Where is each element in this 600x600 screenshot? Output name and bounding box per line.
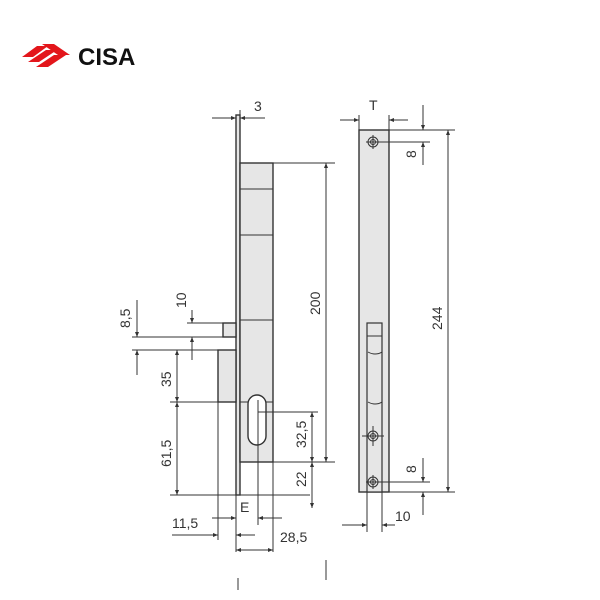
dim-strike-width: T (369, 97, 378, 113)
lock-side-view: 3 200 8,5 10 35 61,5 32,5 22 E 11,5 28,5 (117, 98, 335, 590)
cylinder-slot (247, 394, 267, 446)
dim-strike-height: 244 (429, 306, 445, 330)
dim-slot-length: 32,5 (293, 421, 309, 448)
dim-slot-to-bottom: 22 (293, 471, 309, 487)
screw-hole-middle (362, 426, 384, 446)
dim-top-screw-offset: 8 (403, 150, 419, 158)
dim-body-depth: 28,5 (280, 529, 307, 545)
dim-latch-height: 35 (158, 371, 174, 387)
dim-faceplate-thickness: 3 (254, 98, 262, 114)
cisa-logo: CISA (22, 44, 135, 71)
cisa-logo-text: CISA (78, 44, 135, 71)
dim-backset: E (240, 499, 249, 515)
cisa-logo-mark (22, 44, 70, 67)
dim-body-height: 200 (307, 291, 323, 315)
dim-bolt-height: 10 (173, 292, 189, 308)
dim-bolt-offset: 8,5 (117, 308, 133, 328)
deadbolt (222, 322, 237, 338)
dim-latch-projection: 11,5 (172, 515, 198, 531)
dim-bottom-screw-offset: 8 (403, 465, 419, 473)
dim-latch-to-bottom: 61,5 (158, 440, 174, 467)
strike-plate-view: T 244 8 8 10 (340, 97, 455, 532)
dim-inner-width: 10 (395, 508, 411, 524)
latch (217, 349, 237, 403)
strike-opening (366, 322, 383, 493)
